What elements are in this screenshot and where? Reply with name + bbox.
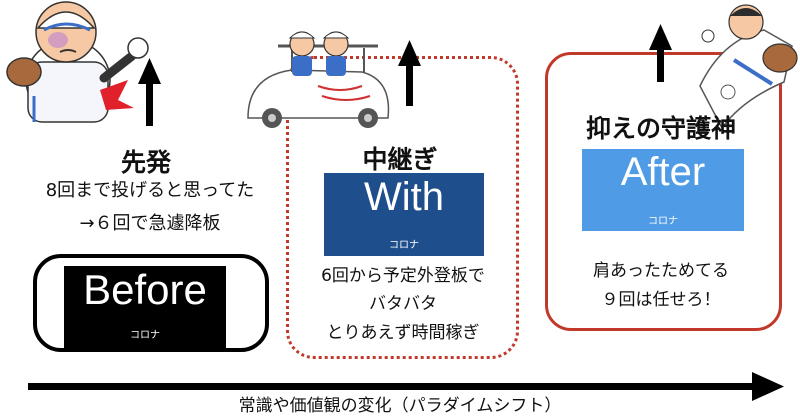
timeline-label: 常識や価値観の変化（パラダイムシフト）	[238, 396, 562, 416]
before-subtitle: コロナ	[130, 330, 160, 341]
relief-car-illustration	[247, 31, 390, 128]
with-title: 中継ぎ	[362, 145, 438, 174]
with-keyword: With	[364, 175, 444, 219]
before-title: 先発	[120, 148, 171, 177]
with-description-line-3: とりあえず時間稼ぎ	[326, 323, 480, 343]
with-subtitle: コロナ	[389, 240, 419, 251]
with-description-line-2: バタバタ	[369, 294, 437, 314]
arrow-up-icon	[138, 58, 161, 126]
after-subtitle: コロナ	[648, 216, 678, 227]
after-title: 抑えの守護神	[585, 114, 736, 143]
before-box	[64, 266, 226, 348]
before-keyword: Before	[83, 266, 207, 313]
before-description-line-2: →６回で急遽降板	[79, 213, 221, 234]
after-keyword: After	[620, 150, 706, 194]
pitcher-starter-illustration	[6, 1, 149, 123]
before-description-line-1: 8回まで投げると思ってた	[45, 180, 255, 201]
arrow-up-icon	[649, 24, 672, 82]
closer-pitcher-illustration	[699, 4, 798, 130]
after-box	[582, 149, 744, 231]
after-description-line-1: 肩あったためてる	[593, 261, 729, 281]
arrow-right-icon	[28, 372, 784, 401]
after-description-line-2: ９回は任せろ！	[601, 290, 721, 310]
with-description-line-1: 6回から予定外登板で	[321, 266, 485, 286]
with-box	[324, 173, 484, 256]
arrow-up-icon	[398, 40, 421, 106]
